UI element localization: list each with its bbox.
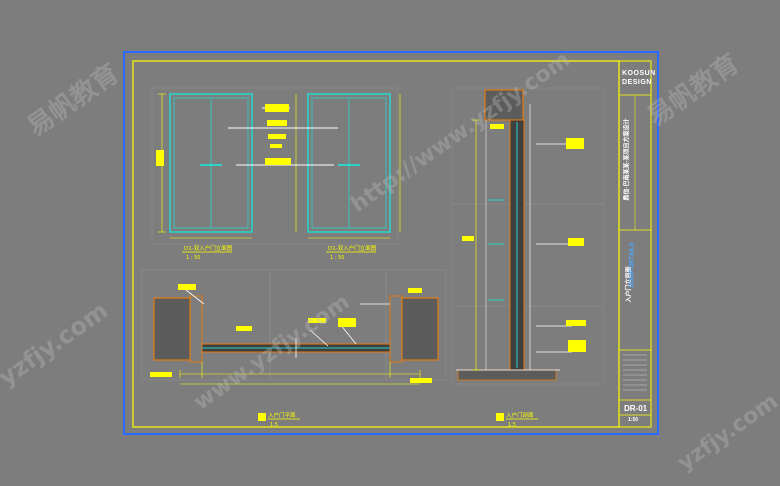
left-door-elevation <box>151 87 401 245</box>
svg-text:1 : 50: 1 : 50 <box>330 255 344 261</box>
svg-text:1:5: 1:5 <box>508 422 516 428</box>
door-plan-detail <box>141 269 447 385</box>
project-name-vertical: 鼎信·巴南某某·某项目方案设计 <box>624 118 631 201</box>
left-elevation-title: D1-双入户门立面图 1 : 50 D1-双入户门立面图 1 : 50 <box>182 244 377 261</box>
logo-line2: DESIGN <box>622 79 652 86</box>
svg-text:D1-双入户门立面图: D1-双入户门立面图 <box>184 244 233 252</box>
door-section-detail <box>451 87 605 385</box>
svg-text:入户门平面: 入户门平面 <box>268 411 296 419</box>
sheet-outer-frame <box>123 51 659 435</box>
drawing-name-vertical-2: DOOR DETAILS <box>629 242 636 288</box>
logo-line1: KOOSUN <box>622 70 656 77</box>
sheet-scale: 1:50 <box>628 417 639 423</box>
title-block <box>618 60 652 428</box>
svg-text:入户门剖面: 入户门剖面 <box>506 411 534 419</box>
svg-text:1:5: 1:5 <box>270 422 278 428</box>
sheet-number: DR-01 <box>624 404 648 413</box>
svg-text:D1-双入户门立面图: D1-双入户门立面图 <box>328 244 377 252</box>
plan-title: 入户门平面 1:5 <box>258 411 300 428</box>
svg-text:1 : 50: 1 : 50 <box>186 255 200 261</box>
section-title: 入户门剖面 1:5 <box>496 411 538 428</box>
